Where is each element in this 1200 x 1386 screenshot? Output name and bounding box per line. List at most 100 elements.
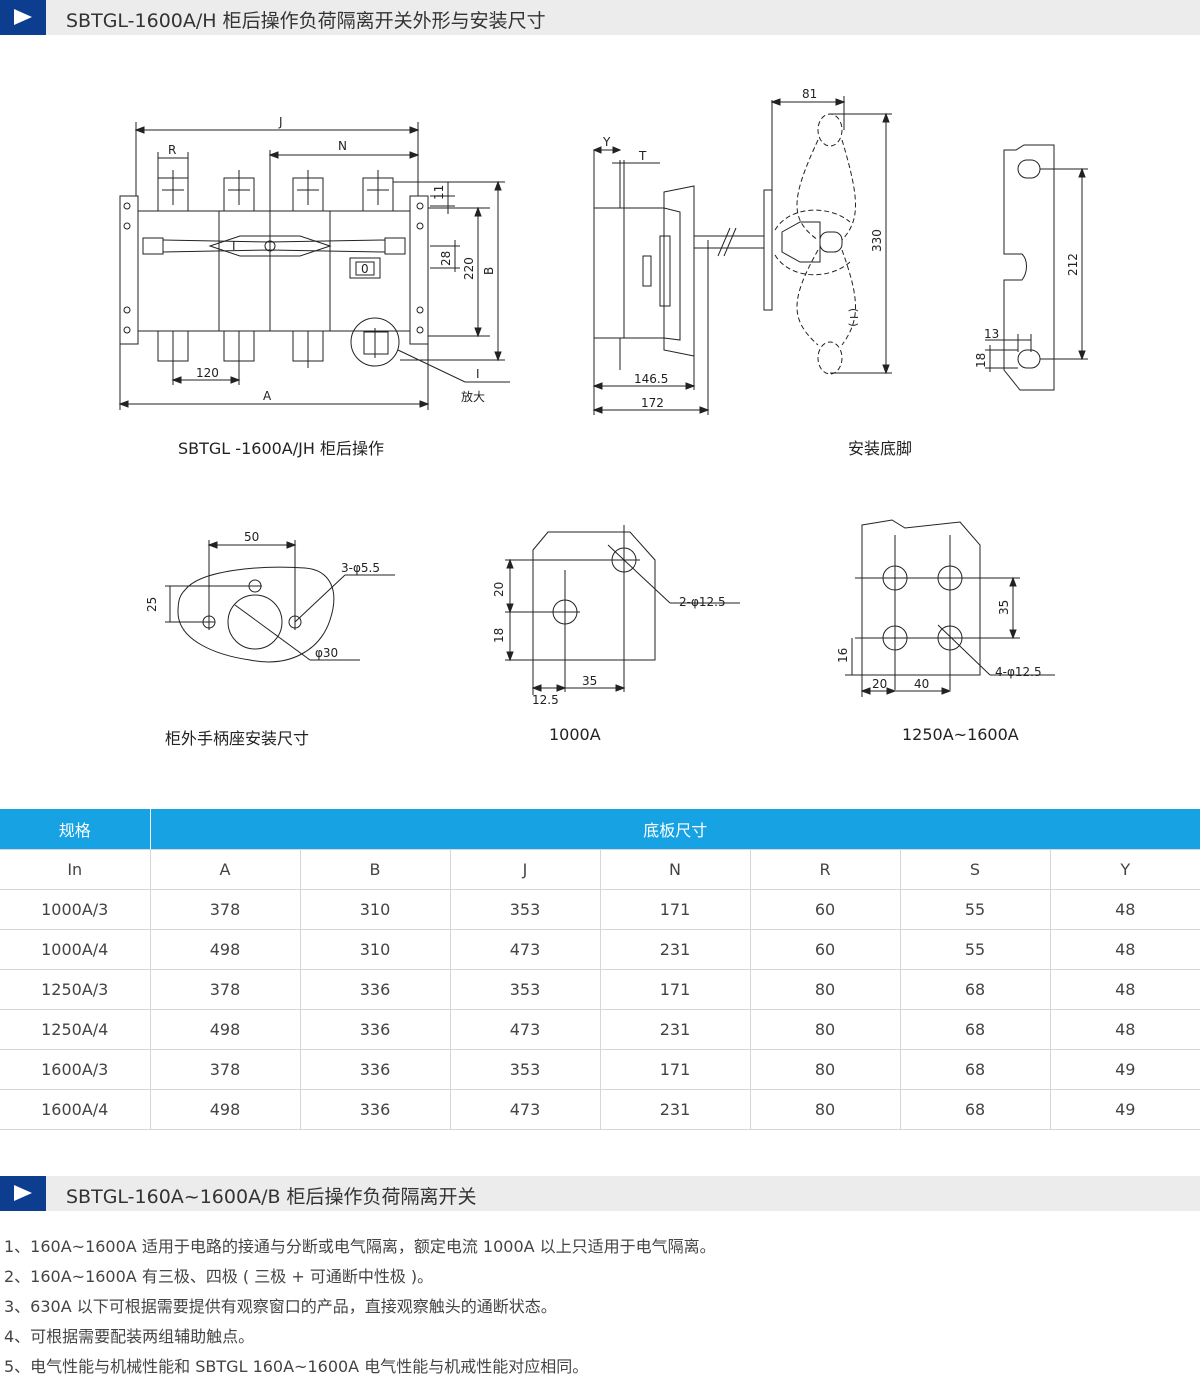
dim-label-a: A bbox=[263, 389, 272, 403]
svg-text:( I ): ( I ) bbox=[847, 308, 860, 327]
col-label: J bbox=[450, 849, 601, 890]
dia-label-30: φ30 bbox=[315, 646, 338, 660]
table-cell: 336 bbox=[300, 969, 451, 1010]
caption-1000a: 1000A bbox=[549, 725, 601, 744]
hole-label-4x12.5: 4-φ12.5 bbox=[995, 665, 1042, 679]
plate-1250a-1600a-drawing bbox=[845, 519, 1055, 697]
col-label: R bbox=[750, 849, 901, 890]
table-cell: 1250A/4 bbox=[0, 1009, 151, 1050]
dim-label-20b: 20 bbox=[872, 677, 887, 691]
dim-label-b: B bbox=[482, 267, 496, 275]
side-view-drawing: ( I ) bbox=[592, 96, 892, 415]
dim-label-18: 18 bbox=[974, 353, 988, 368]
table-cell: 55 bbox=[900, 929, 1051, 970]
table-cell: 353 bbox=[450, 1049, 601, 1090]
table-cell: 171 bbox=[600, 1049, 751, 1090]
hole-label-2x12.5: 2-φ12.5 bbox=[679, 595, 726, 609]
note-item: 2、160A~1600A 有三极、四极 ( 三极 + 可通断中性极 )。 bbox=[4, 1267, 434, 1286]
dim-label-j: J bbox=[278, 115, 283, 129]
table-cell: 353 bbox=[450, 969, 601, 1010]
table-cell: 171 bbox=[600, 969, 751, 1010]
table-cell: 336 bbox=[300, 1089, 451, 1130]
section-header-dimensions: SBTGL-1600A/H 柜后操作负荷隔离开关外形与安装尺寸 bbox=[0, 0, 1200, 35]
dim-label-25: 25 bbox=[145, 597, 159, 612]
table-cell: 48 bbox=[1050, 969, 1200, 1010]
table-cell: 1000A/3 bbox=[0, 889, 151, 930]
table-cell: 68 bbox=[900, 969, 1051, 1010]
table-cell: 49 bbox=[1050, 1089, 1200, 1130]
table-cell: 80 bbox=[750, 969, 901, 1010]
dim-label-12.5: 12.5 bbox=[532, 693, 559, 707]
col-label: Y bbox=[1050, 849, 1200, 890]
table-cell: 49 bbox=[1050, 1049, 1200, 1090]
dim-label-120: 120 bbox=[196, 366, 219, 380]
dim-label-t: T bbox=[638, 149, 647, 163]
header-base-dimensions: 底板尺寸 bbox=[150, 809, 1200, 850]
table-cell: 473 bbox=[450, 1009, 601, 1050]
dim-label-r: R bbox=[168, 143, 176, 157]
table-cell: 80 bbox=[750, 1089, 901, 1130]
hole-label-3x5.5: 3-φ5.5 bbox=[341, 561, 380, 575]
caption-1250a-1600a: 1250A~1600A bbox=[902, 725, 1019, 744]
table-cell: 80 bbox=[750, 1049, 901, 1090]
dim-label-330: 330 bbox=[870, 229, 884, 252]
dim-label-220: 220 bbox=[462, 257, 476, 280]
mark-on: I bbox=[232, 239, 236, 253]
table-cell: 68 bbox=[900, 1009, 1051, 1050]
table-cell: 55 bbox=[900, 889, 1051, 930]
caption-front-view: SBTGL -1600A/JH 柜后操作 bbox=[178, 439, 384, 458]
dim-label-35b: 35 bbox=[997, 600, 1011, 615]
header-spec: 规格 bbox=[0, 809, 151, 850]
table-cell: 48 bbox=[1050, 1009, 1200, 1050]
caption-mounting-foot: 安装底脚 bbox=[848, 439, 913, 458]
dim-label-11: 11 bbox=[432, 185, 446, 200]
zoom-label: 放大 bbox=[461, 389, 485, 404]
table-cell: 171 bbox=[600, 889, 751, 930]
table-cell: 378 bbox=[150, 1049, 301, 1090]
section-title: SBTGL-1600A/H 柜后操作负荷隔离开关外形与安装尺寸 bbox=[66, 10, 546, 32]
caption-handle-seat: 柜外手柄座安装尺寸 bbox=[165, 729, 310, 748]
dim-label-146: 146.5 bbox=[634, 372, 668, 386]
note-item: 4、可根据需要配装两组辅助触点。 bbox=[4, 1327, 255, 1346]
col-label: A bbox=[150, 849, 301, 890]
table-cell: 231 bbox=[600, 1009, 751, 1050]
column-label-row: In A B J N R S Y bbox=[0, 849, 1200, 890]
table-cell: 378 bbox=[150, 969, 301, 1010]
table-cell: 60 bbox=[750, 929, 901, 970]
dim-label-y: Y bbox=[602, 135, 611, 149]
table-cell: 60 bbox=[750, 889, 901, 930]
dim-label-13: 13 bbox=[984, 327, 999, 341]
table-cell: 68 bbox=[900, 1049, 1051, 1090]
note-item: 5、电气性能与机械性能和 SBTGL 160A~1600A 电气性能与机戒性能对… bbox=[4, 1357, 589, 1376]
dim-label-81: 81 bbox=[802, 87, 817, 101]
section-header-description: SBTGL-160A~1600A/B 柜后操作负荷隔离开关 bbox=[0, 1176, 1200, 1211]
table-cell: 80 bbox=[750, 1009, 901, 1050]
dim-label-35: 35 bbox=[582, 674, 597, 688]
play-triangle-icon bbox=[0, 0, 46, 35]
front-view-drawing bbox=[118, 122, 510, 410]
dim-label-n: N bbox=[338, 139, 347, 153]
zoom-mark: I bbox=[476, 367, 480, 381]
table-cell: 353 bbox=[450, 889, 601, 930]
table-cell: 231 bbox=[600, 929, 751, 970]
table-cell: 310 bbox=[300, 889, 451, 930]
table-header-row: 规格 底板尺寸 bbox=[0, 809, 1200, 850]
note-item: 1、160A~1600A 适用于电路的接通与分断或电气隔离，额定电流 1000A… bbox=[4, 1237, 716, 1256]
note-item: 3、630A 以下可根据需要提供有观察窗口的产品，直接观察触头的通断状态。 bbox=[4, 1297, 557, 1316]
table-cell: 231 bbox=[600, 1089, 751, 1130]
dim-label-40: 40 bbox=[914, 677, 929, 691]
table-cell: 336 bbox=[300, 1009, 451, 1050]
table-cell: 1600A/4 bbox=[0, 1089, 151, 1130]
dim-label-28: 28 bbox=[439, 251, 453, 266]
play-triangle-icon bbox=[0, 1176, 46, 1211]
handle-seat-drawing bbox=[165, 540, 395, 663]
dim-label-18b: 18 bbox=[492, 628, 506, 643]
mounting-foot-drawing bbox=[985, 144, 1088, 391]
mark-off: 0 bbox=[361, 262, 369, 276]
technical-drawings: J R N 11 28 220 B I 0 120 A I 放大 bbox=[118, 87, 1088, 707]
